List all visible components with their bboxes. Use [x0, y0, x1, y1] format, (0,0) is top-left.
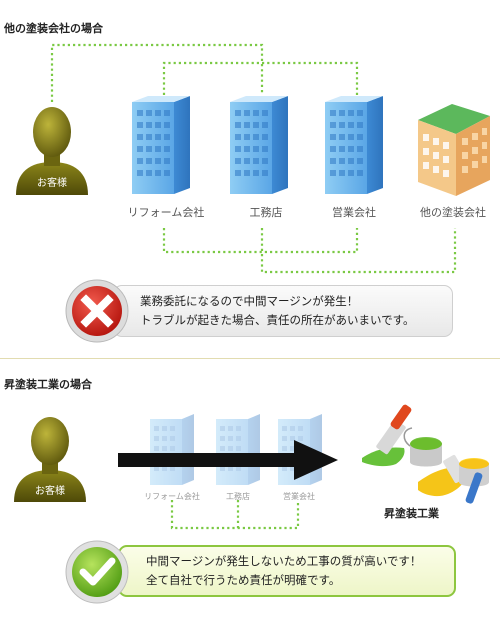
bottom-customer-silhouette: お客様	[10, 410, 90, 502]
top-warning-message: 業務委託になるので中間マージンが発生！ トラブルが起きた場合、責任の所在があいま…	[113, 285, 453, 337]
top-warning-line-2: トラブルが起きた場合、責任の所在があいまいです。	[140, 313, 415, 327]
top-connector-lines	[50, 43, 457, 274]
top-building-label-other-painter: 他の塗装会社	[420, 206, 486, 219]
bottom-building-label-reform: リフォーム会社	[144, 492, 200, 501]
cross-icon	[64, 278, 130, 344]
top-building-koumuten	[230, 96, 292, 196]
bottom-success-line-1: 中間マージンが発生しないため工事の質が高いです！	[146, 554, 422, 568]
top-building-label-koumuten: 工務店	[249, 206, 283, 219]
company-name: 昇塗装工業	[384, 507, 439, 520]
check-icon	[64, 539, 130, 605]
direct-arrow-icon	[118, 440, 338, 480]
top-building-label-reform: リフォーム会社	[127, 206, 205, 219]
bottom-building-label-eigyou: 営業会社	[283, 492, 315, 501]
bottom-connector-lines	[170, 500, 300, 530]
top-warning-line-1: 業務委託になるので中間マージンが発生！	[140, 294, 359, 308]
top-building-reform	[132, 96, 194, 196]
top-customer-label: お客様	[37, 178, 67, 189]
bottom-success-line-2: 全て自社で行うため責任が明確です。	[146, 573, 341, 587]
top-section-title: 他の塗装会社の場合	[4, 22, 103, 35]
paint-brush-icon	[352, 402, 497, 507]
bottom-success-message: 中間マージンが発生しないため工事の質が高いです！ 全て自社で行うため責任が明確で…	[118, 545, 456, 597]
bottom-building-label-koumuten: 工務店	[226, 492, 250, 501]
section-divider	[0, 358, 500, 359]
bottom-customer-label: お客様	[35, 486, 65, 497]
bottom-building-koumuten	[216, 414, 262, 486]
bottom-section-title: 昇塗装工業の場合	[4, 378, 92, 391]
top-building-eigyou	[325, 96, 387, 196]
top-customer-silhouette: お客様	[12, 100, 92, 195]
top-building-other-painter	[412, 96, 494, 198]
top-building-label-eigyou: 営業会社	[332, 206, 376, 219]
